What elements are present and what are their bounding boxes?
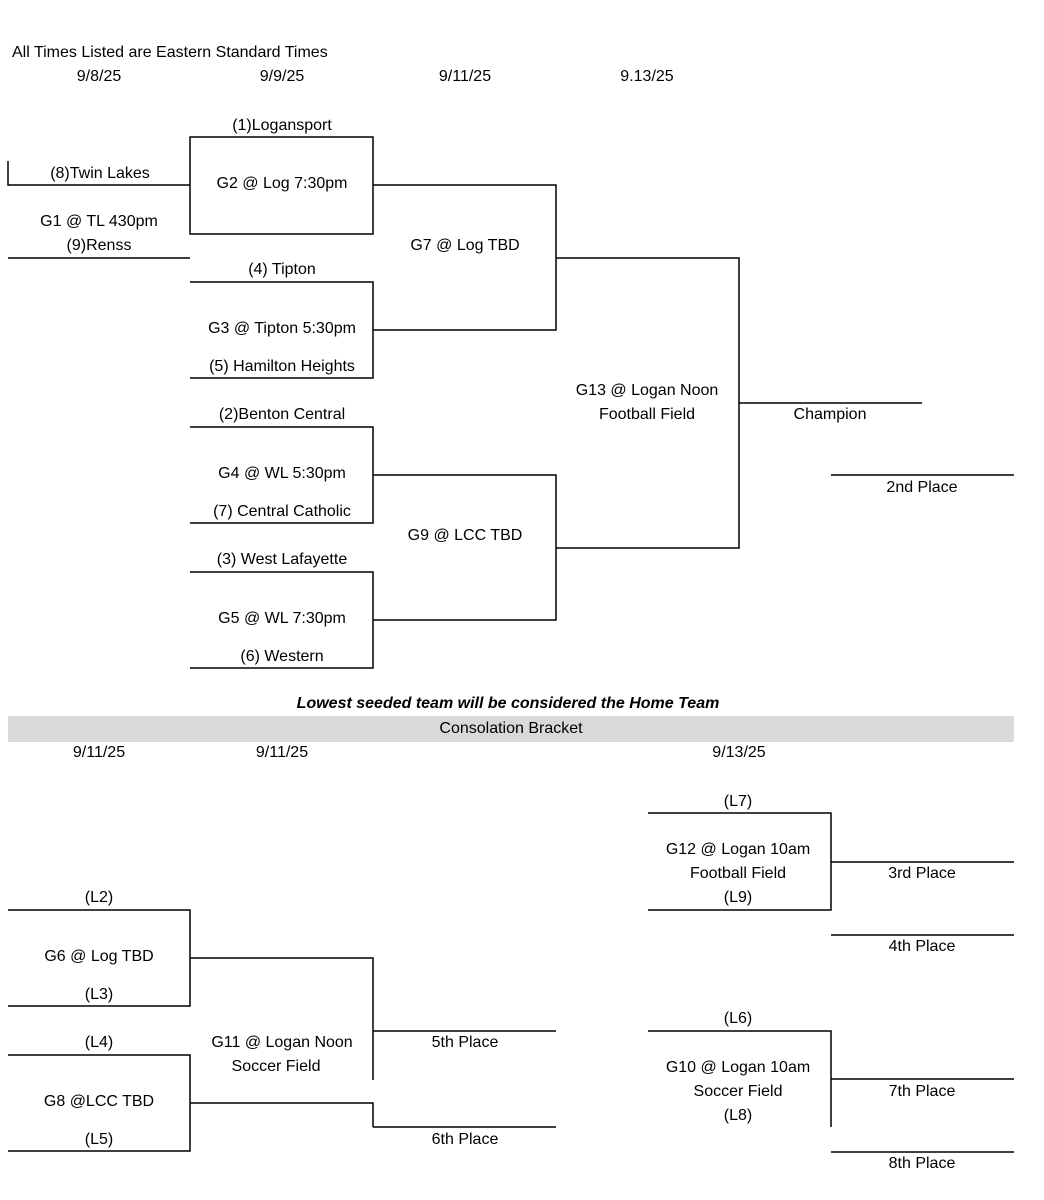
team-hamilton-heights: (5) Hamilton Heights — [209, 358, 355, 375]
game-g2: G2 @ Log 7:30pm — [216, 175, 348, 192]
consolation-date-1: 9/11/25 — [72, 744, 126, 761]
game-g11: G11 @ Logan Noon — [211, 1034, 353, 1051]
g10-bracket-line — [648, 1030, 832, 1127]
eighth-place-label: 8th Place — [888, 1155, 956, 1172]
g7-bracket-line — [373, 184, 557, 331]
second-place-label: 2nd Place — [886, 479, 958, 496]
team-central-catholic: (7) Central Catholic — [213, 503, 351, 520]
consolation-title: Consolation Bracket — [439, 720, 583, 737]
loser-l2: (L2) — [84, 889, 114, 906]
date-round-4: 9.13/25 — [620, 68, 674, 85]
consolation-header-band — [8, 716, 1014, 742]
g2-bracket-line — [189, 136, 374, 235]
loser-l4: (L4) — [84, 1034, 114, 1051]
game-g13: G13 @ Logan Noon — [575, 382, 719, 399]
game-g12: G12 @ Logan 10am — [665, 841, 811, 858]
game-g5: G5 @ WL 7:30pm — [218, 610, 346, 627]
loser-l6: (L6) — [723, 1010, 753, 1027]
team-logansport: (1)Logansport — [232, 117, 332, 134]
loser-l8: (L8) — [723, 1107, 753, 1124]
game-g10: G10 @ Logan 10am — [665, 1059, 811, 1076]
game-g7: G7 @ Log TBD — [410, 237, 520, 254]
game-g12-venue: Football Field — [689, 865, 787, 882]
fifth-place-label: 5th Place — [431, 1034, 499, 1051]
date-round-1: 9/8/25 — [76, 68, 122, 85]
team-western: (6) Western — [240, 648, 324, 665]
team-benton-central: (2)Benton Central — [218, 406, 346, 423]
third-place-label: 3rd Place — [888, 865, 956, 882]
team-west-lafayette: (3) West Lafayette — [216, 551, 348, 568]
team-renss: (9)Renss — [66, 237, 132, 254]
fourth-place-label: 4th Place — [888, 938, 956, 955]
game-g4: G4 @ WL 5:30pm — [218, 465, 346, 482]
date-round-3: 9/11/25 — [438, 68, 492, 85]
game-g13-venue: Football Field — [598, 406, 696, 423]
consolation-date-3: 9/13/25 — [712, 744, 766, 761]
consolation-date-2: 9/11/25 — [255, 744, 309, 761]
date-round-2: 9/9/25 — [259, 68, 305, 85]
team-twin-lakes: (8)Twin Lakes — [50, 165, 150, 182]
game-g1: G1 @ TL 430pm — [40, 213, 158, 230]
seventh-place-label: 7th Place — [888, 1083, 956, 1100]
home-team-note: Lowest seeded team will be considered th… — [296, 695, 720, 712]
g11-lower-line — [190, 1102, 374, 1127]
g13-bracket-line — [556, 257, 740, 549]
game-g8: G8 @LCC TBD — [43, 1093, 155, 1110]
loser-l7: (L7) — [723, 793, 753, 810]
team-tipton: (4) Tipton — [248, 261, 316, 278]
game-g6: G6 @ Log TBD — [44, 948, 154, 965]
g11-bracket-line — [190, 957, 374, 1080]
g9-bracket-line — [373, 474, 557, 621]
loser-l3: (L3) — [84, 986, 114, 1003]
game-g11-venue: Soccer Field — [231, 1058, 321, 1075]
loser-l5: (L5) — [84, 1131, 114, 1148]
game-g3: G3 @ Tipton 5:30pm — [208, 320, 356, 337]
sixth-place-label: 6th Place — [431, 1131, 499, 1148]
loser-l9: (L9) — [723, 889, 753, 906]
champion-label: Champion — [793, 406, 867, 423]
g1-bracket-line — [7, 161, 190, 186]
game-g9: G9 @ LCC TBD — [407, 527, 523, 544]
game-g10-venue: Soccer Field — [693, 1083, 783, 1100]
timezone-note: All Times Listed are Eastern Standard Ti… — [12, 44, 328, 61]
